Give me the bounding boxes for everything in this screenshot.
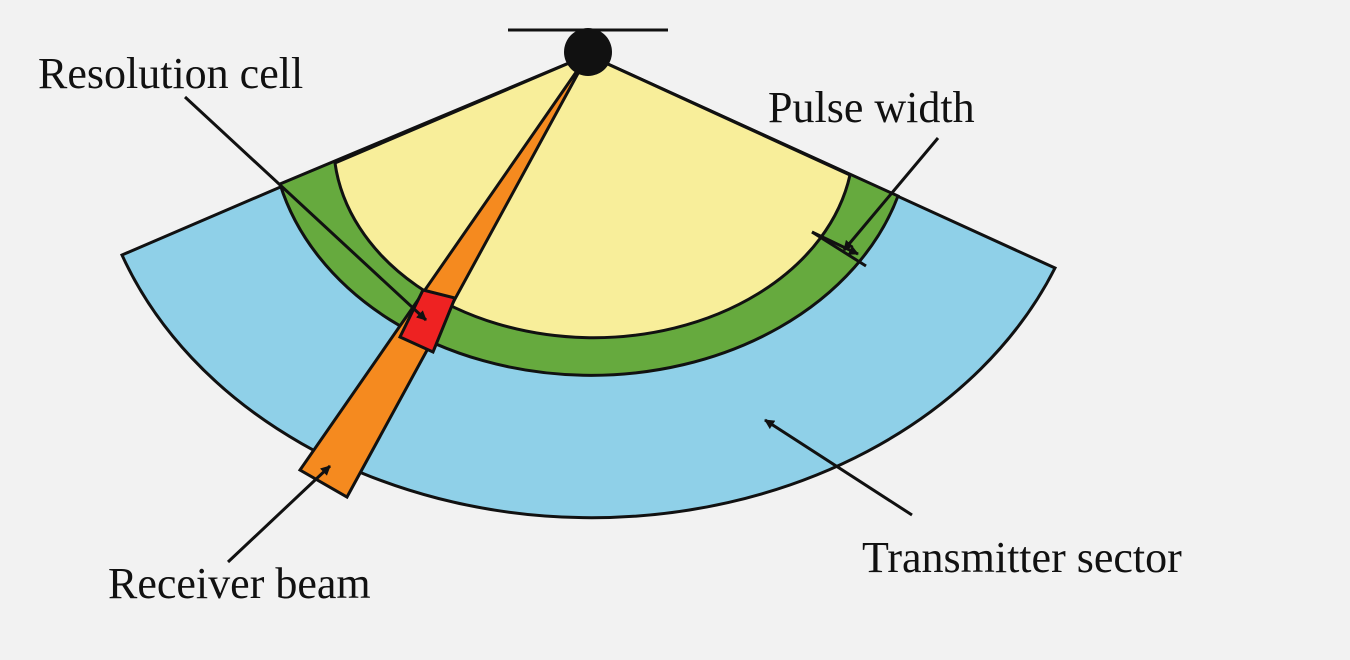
resolution-cell-pointer <box>183 95 428 322</box>
resolution-cell-label: Resolution cell <box>38 49 303 98</box>
pulse-width-label: Pulse width <box>768 83 975 132</box>
receiver-beam-label: Receiver beam <box>108 559 371 608</box>
transmitter-sector-pointer <box>764 418 913 517</box>
transmitter-sector-label: Transmitter sector <box>862 533 1182 582</box>
pulse-width-marker-2 <box>811 230 859 256</box>
receiver-beam-pointer <box>226 464 332 564</box>
resolution-cell-area <box>397 288 458 355</box>
pulse-width-pointer <box>842 137 940 251</box>
receiver-beam-wedge <box>297 54 590 500</box>
antenna-node <box>564 28 612 76</box>
